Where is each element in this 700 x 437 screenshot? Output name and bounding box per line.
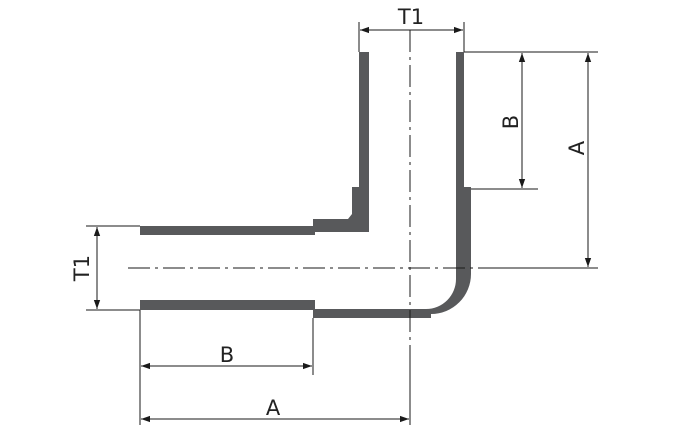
vertical-right-wall-and-bend: [313, 52, 471, 318]
dimension-labels: T1 B A T1 B A: [70, 5, 589, 420]
label-a-bottom: A: [266, 396, 281, 420]
label-t1-top: T1: [397, 5, 424, 29]
label-b-right: B: [499, 115, 523, 129]
vertical-left-wall: [313, 52, 369, 232]
label-b-bottom: B: [220, 343, 234, 367]
dimension-lines: [93, 26, 592, 423]
horizontal-bottom-wall: [140, 300, 315, 310]
label-a-right: A: [565, 140, 589, 155]
extension-lines: [86, 22, 598, 425]
label-t1-left: T1: [70, 255, 94, 282]
centre-lines: [128, 30, 500, 345]
horizontal-socket-hub: [313, 219, 369, 232]
pipe-walls: [140, 52, 471, 318]
horizontal-top-wall: [140, 226, 315, 235]
